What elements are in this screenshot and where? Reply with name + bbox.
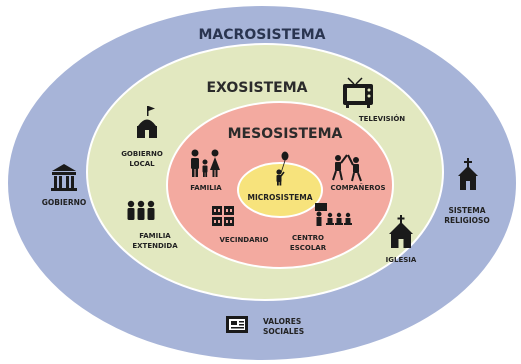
familia-extendida-label-1: FAMILIA (139, 232, 171, 240)
centro-escolar-label-2: ESCOLAR (290, 244, 327, 252)
microsystem-label: MICROSISTEMA (247, 193, 312, 202)
gobierno-local-label-2: LOCAL (129, 160, 155, 168)
newspaper-icon (226, 316, 248, 333)
microsystem-ring (237, 162, 323, 218)
gobierno-label: GOBIERNO (42, 198, 87, 207)
familia-label: FAMILIA (190, 184, 222, 192)
companeros-label: COMPAÑEROS (331, 183, 386, 192)
neighborhood-icon (212, 206, 234, 226)
sistema-religioso-label-2: RELIGIOSO (444, 216, 490, 225)
town-hall-icon (137, 106, 157, 138)
child-with-balloon-icon (276, 151, 289, 186)
valores-sociales-label-2: SOCIALES (263, 327, 304, 336)
television-icon (343, 77, 373, 108)
government-building-icon (51, 164, 77, 191)
gobierno-local-label-1: GOBIERNO (121, 150, 163, 158)
vecindario-label: VECINDARIO (220, 236, 269, 244)
church-icon (458, 158, 478, 190)
centro-escolar-label-1: CENTRO (292, 234, 324, 242)
iglesia-label: IGLESIA (386, 256, 417, 264)
valores-sociales-label-1: VALORES (263, 317, 301, 326)
classroom-icon (315, 203, 352, 226)
family-icon (191, 149, 220, 177)
macrosystem-title: MACROSISTEMA (199, 27, 326, 43)
familia-extendida-label-2: EXTENDIDA (132, 242, 178, 250)
mesosystem-title: MESOSISTEMA (228, 126, 343, 142)
sistema-religioso-label-1: SISTEMA (448, 206, 485, 215)
chapel-icon (389, 215, 413, 248)
exosystem-title: EXOSISTEMA (206, 80, 307, 96)
television-label: TELEVISIÓN (359, 114, 405, 123)
classmates-icon (332, 154, 362, 182)
extended-family-icon (127, 200, 155, 220)
